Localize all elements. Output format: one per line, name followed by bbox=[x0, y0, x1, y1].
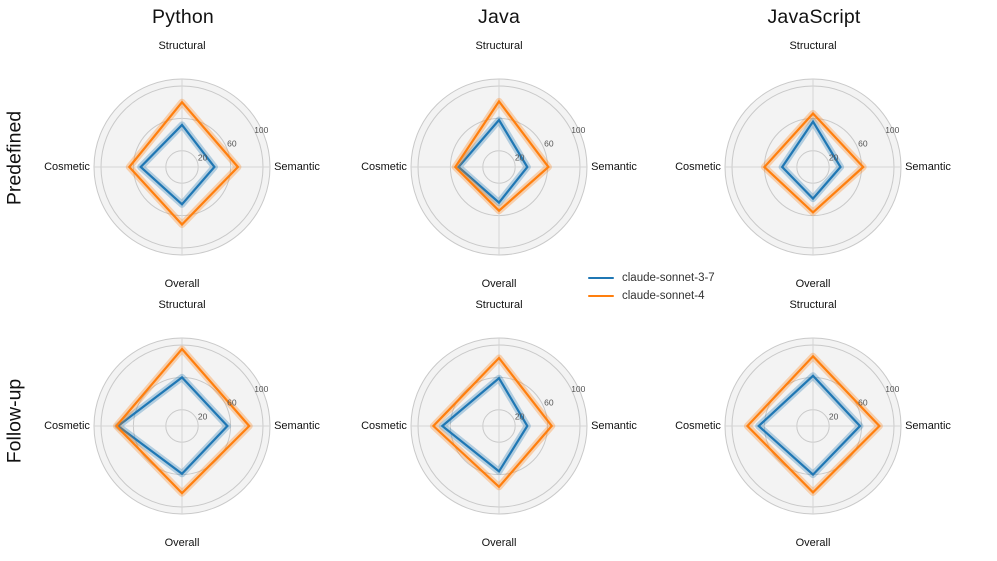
radial-tick-label-20: 20 bbox=[515, 411, 525, 421]
radar-chart-java-predefined: 20 60 100 bbox=[410, 78, 588, 256]
axis-label-overall-javascript-predefined: Overall bbox=[795, 278, 831, 290]
column-title-python: Python bbox=[152, 6, 214, 28]
legend-line-swatch bbox=[588, 276, 614, 280]
radial-tick-label-100: 100 bbox=[254, 384, 268, 394]
axis-label-structural-javascript-follow-up: Structural bbox=[789, 299, 837, 311]
row-label-predefined: Predefined bbox=[3, 110, 26, 206]
axis-label-overall-python-follow-up: Overall bbox=[164, 537, 200, 549]
axis-label-semantic-python-predefined: Semantic bbox=[274, 161, 320, 173]
axis-label-structural-python-follow-up: Structural bbox=[158, 299, 206, 311]
series-line-claude-sonnet-4 bbox=[762, 111, 865, 214]
series-line-claude-sonnet-4 bbox=[114, 347, 251, 495]
series-line-claude-sonnet-3-7 bbox=[757, 374, 862, 477]
legend-item-claude-sonnet-3-7: claude-sonnet-3-7 bbox=[588, 269, 715, 287]
axis-label-overall-python-predefined: Overall bbox=[164, 278, 200, 290]
legend-label: claude-sonnet-3-7 bbox=[622, 272, 715, 284]
series-line-claude-sonnet-4 bbox=[453, 99, 550, 213]
axis-label-semantic-javascript-predefined: Semantic bbox=[905, 161, 951, 173]
radar-chart-python-follow-up: 20 60 100 bbox=[93, 337, 271, 515]
series-line-claude-sonnet-3-7 bbox=[139, 123, 216, 206]
axis-label-overall-javascript-follow-up: Overall bbox=[795, 537, 831, 549]
radial-tick-label-60: 60 bbox=[544, 398, 554, 408]
radar-chart-javascript-predefined: 20 60 100 bbox=[724, 78, 902, 256]
radial-tick-label-60: 60 bbox=[227, 398, 237, 408]
axis-label-semantic-javascript-follow-up: Semantic bbox=[905, 420, 951, 432]
axis-label-cosmetic-javascript-predefined: Cosmetic bbox=[675, 161, 721, 173]
axis-label-semantic-python-follow-up: Semantic bbox=[274, 420, 320, 432]
series-line-claude-sonnet-4 bbox=[745, 354, 881, 494]
column-title-javascript: JavaScript bbox=[767, 6, 861, 28]
radial-tick-label-60: 60 bbox=[858, 398, 868, 408]
radial-tick-label-100: 100 bbox=[885, 125, 899, 135]
radial-tick-label-20: 20 bbox=[198, 152, 208, 162]
axis-label-semantic-java-follow-up: Semantic bbox=[591, 420, 637, 432]
axis-label-semantic-java-predefined: Semantic bbox=[591, 161, 637, 173]
axis-label-cosmetic-python-follow-up: Cosmetic bbox=[44, 420, 90, 432]
axis-label-structural-java-predefined: Structural bbox=[475, 40, 523, 52]
radial-tick-label-20: 20 bbox=[829, 411, 839, 421]
radial-tick-label-100: 100 bbox=[571, 125, 585, 135]
radar-chart-javascript-follow-up: 20 60 100 bbox=[724, 337, 902, 515]
radial-tick-label-60: 60 bbox=[858, 139, 868, 149]
axis-label-structural-javascript-predefined: Structural bbox=[789, 40, 837, 52]
radar-chart-python-predefined: 20 60 100 bbox=[93, 78, 271, 256]
radial-tick-label-100: 100 bbox=[254, 125, 268, 135]
series-line-claude-sonnet-3-7 bbox=[456, 118, 529, 205]
axis-label-cosmetic-python-predefined: Cosmetic bbox=[44, 161, 90, 173]
radar-chart-java-follow-up: 20 60 100 bbox=[410, 337, 588, 515]
series-line-claude-sonnet-3-7 bbox=[780, 119, 842, 201]
radial-tick-label-100: 100 bbox=[571, 384, 585, 394]
axis-label-cosmetic-javascript-follow-up: Cosmetic bbox=[675, 420, 721, 432]
radial-tick-label-20: 20 bbox=[515, 152, 525, 162]
series-line-claude-sonnet-3-7 bbox=[440, 376, 529, 474]
legend-item-claude-sonnet-4: claude-sonnet-4 bbox=[588, 287, 715, 305]
axis-label-structural-python-predefined: Structural bbox=[158, 40, 206, 52]
axis-label-cosmetic-java-follow-up: Cosmetic bbox=[361, 420, 407, 432]
legend-line-swatch bbox=[588, 294, 614, 298]
column-title-java: Java bbox=[478, 6, 520, 28]
radial-tick-label-20: 20 bbox=[829, 152, 839, 162]
axis-label-cosmetic-java-predefined: Cosmetic bbox=[361, 161, 407, 173]
radial-tick-label-100: 100 bbox=[885, 384, 899, 394]
series-line-claude-sonnet-4 bbox=[431, 356, 554, 489]
legend: claude-sonnet-3-7 claude-sonnet-4 bbox=[588, 269, 715, 305]
axis-label-overall-java-follow-up: Overall bbox=[481, 537, 517, 549]
radial-tick-label-60: 60 bbox=[227, 139, 237, 149]
row-label-follow-up: Follow-up bbox=[3, 378, 26, 464]
series-line-claude-sonnet-3-7 bbox=[116, 375, 229, 476]
radial-tick-label-60: 60 bbox=[544, 139, 554, 149]
axis-label-overall-java-predefined: Overall bbox=[481, 278, 517, 290]
series-line-claude-sonnet-4 bbox=[127, 100, 240, 227]
legend-label: claude-sonnet-4 bbox=[622, 290, 705, 302]
axis-label-structural-java-follow-up: Structural bbox=[475, 299, 523, 311]
radial-tick-label-20: 20 bbox=[198, 411, 208, 421]
